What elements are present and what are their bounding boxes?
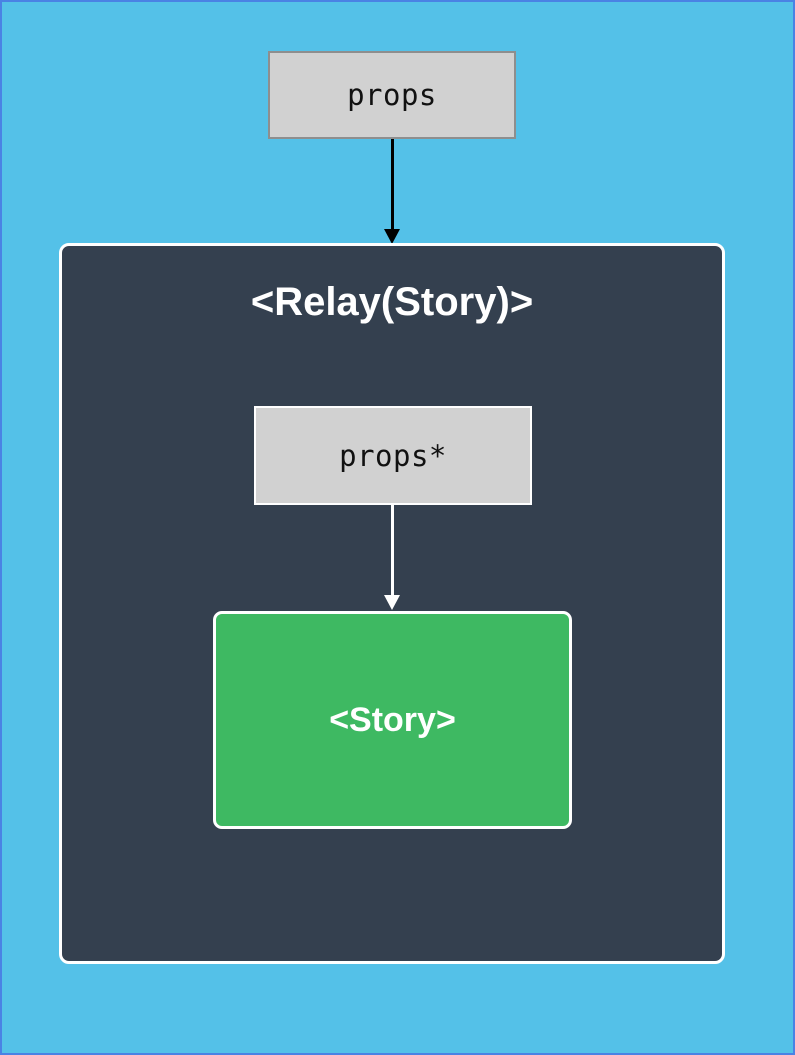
- relay-container-title: <Relay(Story)>: [250, 280, 534, 324]
- props-flow-arrow-icon: [384, 139, 400, 244]
- story-label: <Story>: [329, 700, 456, 739]
- internal-props-box: props*: [254, 406, 532, 505]
- arrow-shaft: [390, 505, 394, 595]
- external-props-label: props: [347, 78, 437, 112]
- arrow-shaft: [390, 139, 394, 229]
- arrow-head: [384, 229, 400, 244]
- story-box: <Story>: [213, 611, 572, 829]
- internal-props-label: props*: [339, 438, 447, 473]
- external-props-box: props: [268, 51, 516, 139]
- relay-container-box: <Relay(Story)> props* <Story>: [59, 243, 725, 964]
- internal-props-flow-arrow-icon: [384, 505, 400, 610]
- arrow-head: [384, 595, 400, 610]
